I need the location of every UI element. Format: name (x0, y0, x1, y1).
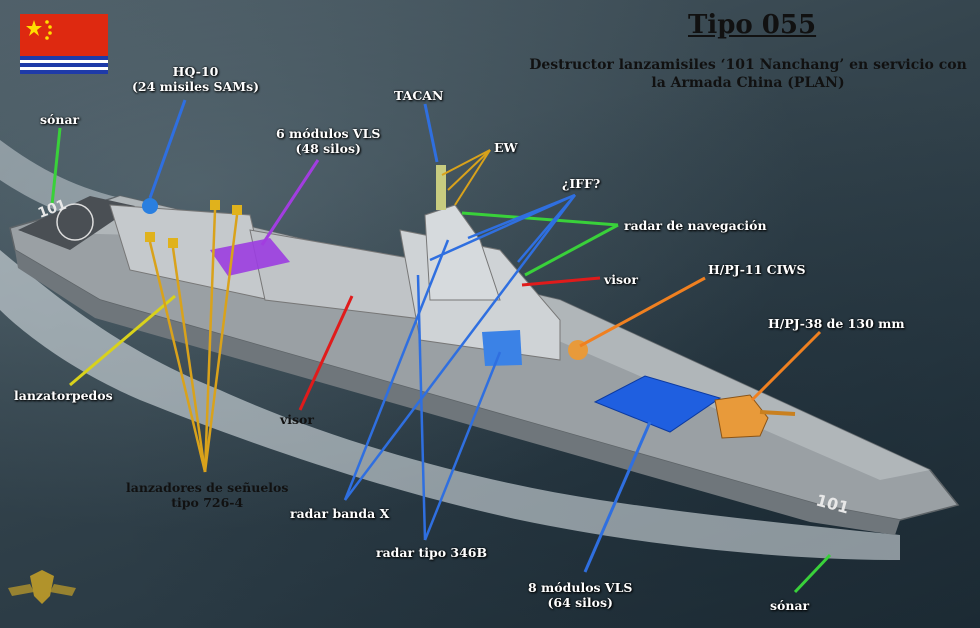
line-iff-2 (467, 193, 576, 240)
label-hq10-sub: (24 misiles SAMs) (132, 79, 260, 94)
label-vls6-sub: (48 silos) (295, 141, 361, 156)
gun-barrel (759, 410, 796, 416)
label-visor-right: visor (604, 272, 638, 287)
line-sonar-top (50, 127, 62, 206)
label-lanzatorpedos: lanzatorpedos (14, 388, 113, 403)
label-sonar-bottom: sónar (770, 598, 810, 613)
line-radar-nav-2 (524, 223, 619, 277)
label-vls6-title: 6 módulos VLS (276, 126, 381, 141)
label-lanzadores-sub: tipo 726-4 (171, 495, 244, 510)
hq10-launcher (142, 198, 158, 214)
line-sonar-bottom (793, 553, 832, 594)
label-lanzadores-title: lanzadores de señuelos (126, 480, 289, 495)
line-ew-3 (454, 149, 491, 206)
label-hq10-title: HQ-10 (172, 64, 219, 79)
decoy-launcher-3 (232, 205, 242, 215)
decoy-launcher-4 (210, 200, 220, 210)
helipad-circle (56, 203, 94, 241)
line-radar-x-2 (344, 194, 576, 501)
decoy-launcher-1 (145, 232, 155, 242)
line-tacan (423, 103, 439, 163)
line-radar-x-1 (343, 239, 450, 501)
label-lanzadores: lanzadores de señuelos tipo 726-4 (126, 480, 288, 510)
radar-346b-panel (482, 330, 522, 366)
ship-hull-side (15, 250, 900, 535)
line-ew-2 (447, 149, 491, 191)
label-visor-left: visor (280, 412, 314, 427)
label-sonar-top: sónar (40, 112, 80, 127)
line-vls6 (260, 159, 320, 246)
helipad (18, 196, 135, 250)
label-gun: H/PJ-38 de 130 mm (768, 316, 905, 331)
ship-deck (20, 196, 930, 480)
line-lanzatorpedos (69, 294, 176, 387)
line-decoy-3 (203, 209, 217, 473)
line-decoy-1 (148, 241, 207, 473)
label-vls8-title: 8 módulos VLS (528, 580, 633, 595)
label-vls8-sub: (64 silos) (547, 595, 613, 610)
wake-foam (0, 250, 900, 560)
line-visor-right (521, 276, 601, 287)
pla-navy-flag (20, 14, 108, 74)
watermark-logo (8, 570, 76, 604)
label-radar-nav: radar de navegación (624, 218, 767, 233)
label-tacan: TACAN (394, 88, 444, 103)
label-iff: ¿IFF? (562, 176, 601, 191)
label-radar-x: radar banda X (290, 506, 390, 521)
vls-8-modules (593, 375, 722, 433)
label-ew: EW (494, 140, 518, 155)
label-ciws: H/PJ-11 CIWS (708, 262, 806, 277)
main-gun (714, 394, 769, 439)
page-title: Tipo 055 (688, 10, 817, 40)
line-gun (750, 330, 822, 402)
line-hq10 (148, 99, 187, 199)
line-decoy-4 (203, 214, 239, 473)
line-radar-nav-1 (461, 211, 619, 227)
decoy-launcher-2 (168, 238, 178, 248)
label-vls6: 6 módulos VLS (48 silos) (276, 126, 380, 156)
line-decoy-2 (171, 247, 207, 473)
line-ew-1 (441, 149, 491, 176)
line-vls8 (583, 421, 652, 573)
line-visor-left (298, 295, 354, 411)
line-radar-346-1 (416, 274, 427, 541)
line-radar-346-2 (423, 351, 502, 541)
label-vls8: 8 módulos VLS (64 silos) (528, 580, 632, 610)
line-ciws (579, 276, 706, 348)
label-hq10: HQ-10 (24 misiles SAMs) (132, 64, 259, 94)
mast-top (436, 165, 446, 210)
page-subtitle: Destructor lanzamisiles ‘101 Nanchang’ e… (529, 57, 967, 91)
label-radar-346: radar tipo 346B (376, 545, 488, 560)
